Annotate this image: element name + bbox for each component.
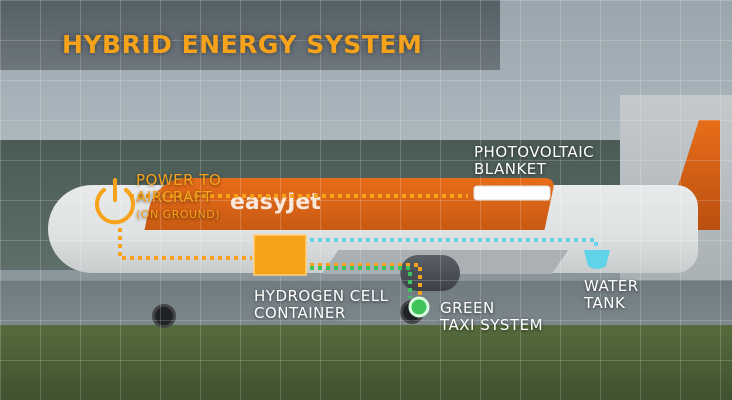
green-taxi-icon (408, 296, 430, 318)
orange-power-lines (118, 194, 468, 295)
water-label-line2: TANK (584, 294, 626, 312)
hydrogen-label-line2: CONTAINER (254, 304, 346, 322)
photovoltaic-label-line2: BLANKET (474, 160, 547, 178)
page-title: HYBRID ENERGY SYSTEM (62, 30, 423, 59)
green-label-line1: GREEN (440, 299, 495, 317)
power-label-line2: AIRCRAFT (136, 188, 213, 206)
green-taxi-label: GREEN TAXI SYSTEM (440, 300, 543, 334)
green-taxi-lines (310, 266, 412, 298)
photovoltaic-blanket-label: PHOTOVOLTAIC BLANKET (474, 144, 594, 178)
cyan-water-lines (310, 238, 598, 252)
hangar-building (0, 0, 500, 70)
grass (0, 325, 732, 400)
water-tank-icon (584, 250, 610, 269)
water-tank-label: WATER TANK (584, 278, 639, 312)
photovoltaic-label-line1: PHOTOVOLTAIC (474, 143, 595, 161)
tarmac (0, 280, 732, 330)
hydrogen-cell-label: HYDROGEN CELL CONTAINER (254, 288, 388, 322)
water-label-line1: WATER (584, 277, 639, 295)
green-label-line2: TAXI SYSTEM (440, 316, 544, 334)
hydrogen-label-line1: HYDROGEN CELL (254, 287, 389, 305)
power-label-line1: POWER TO (136, 171, 222, 189)
power-icon (95, 178, 135, 225)
power-label-line3: (ON GROUND) (136, 208, 221, 221)
power-to-aircraft-label: POWER TO AIRCRAFT (ON GROUND) (136, 172, 221, 223)
nose-gear-wheel (152, 304, 176, 328)
photovoltaic-blanket-icon (473, 185, 551, 201)
hydrogen-container-icon (253, 234, 307, 276)
